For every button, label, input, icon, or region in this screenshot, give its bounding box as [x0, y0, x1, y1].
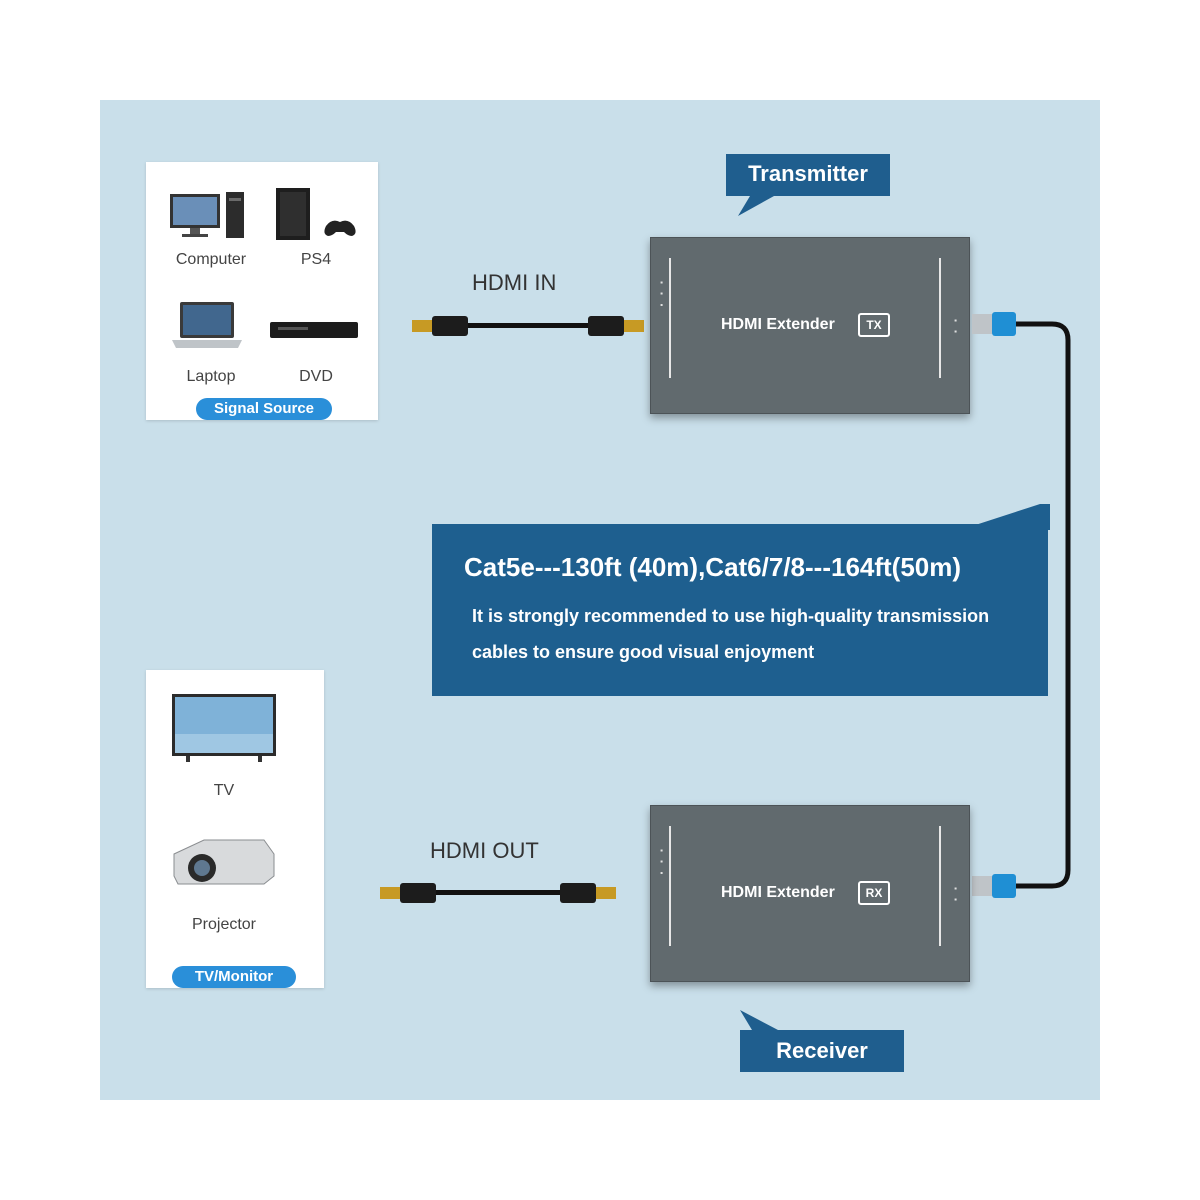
transmitter-callout: Transmitter [748, 161, 868, 186]
receiver-device: ▪ ▪ ▪ ▪ ▪ HDMI Extender RX [650, 805, 970, 982]
tv-label: TV [213, 782, 235, 799]
computer-icon [170, 192, 244, 238]
tx-tag: TX [858, 313, 890, 337]
banner-line-2: cables to ensure good visual enjoyment [472, 642, 815, 662]
tv-monitor-panel: TV Projector TV/Monitor [146, 670, 324, 988]
projector-label: Projector [191, 916, 257, 933]
hdmi-in-cable-icon [412, 316, 644, 336]
transmitter-device: ▪ ▪ ▪ ▪ ▪ HDMI Extender TX [650, 237, 970, 414]
rx-right-line [939, 826, 941, 946]
receiver-name: HDMI Extender [721, 884, 835, 901]
diagram-canvas: Computer PS4 Laptop DVD Signal Source [100, 100, 1100, 1100]
laptop-label: Laptop [186, 368, 236, 385]
dvd-player-icon [270, 322, 358, 338]
transmitter-callout-shape [726, 154, 890, 216]
hdmi-in-label: HDMI IN [472, 270, 557, 295]
tv-monitor-badge: TV/Monitor [172, 966, 296, 988]
signal-source-badge: Signal Source [196, 398, 332, 420]
dvd-label: DVD [299, 368, 333, 385]
projector-icon [173, 839, 275, 885]
computer-label: Computer [175, 251, 247, 268]
rx-side-marks: ▪ ▪ [951, 884, 960, 905]
rx-tag: RX [858, 881, 890, 905]
transmitter-name: HDMI Extender [721, 316, 835, 333]
receiver-callout: Receiver [776, 1038, 868, 1063]
cable-length-headline: Cat5e---130ft (40m),Cat6/7/8---164ft(50m… [464, 552, 962, 582]
signal-source-panel: Computer PS4 Laptop DVD Signal Source [146, 162, 378, 420]
network-cable [972, 312, 1071, 898]
ps4-console-icon [276, 188, 356, 240]
receiver-callout-shape [740, 1010, 904, 1072]
rx-port-marks: ▪ ▪ ▪ [657, 846, 666, 878]
banner-line-1: It is strongly recommended to use high-q… [472, 606, 990, 626]
rx-left-line [669, 826, 671, 946]
tx-side-marks: ▪ ▪ [951, 316, 960, 337]
hdmi-out-cable-icon [380, 883, 616, 903]
laptop-icon [172, 302, 242, 348]
tv-icon [172, 694, 276, 762]
cable-length-banner: Cat5e---130ft (40m),Cat6/7/8---164ft(50m… [432, 524, 1048, 696]
tx-right-line [939, 258, 941, 378]
ps4-label: PS4 [300, 251, 332, 268]
hdmi-out-label: HDMI OUT [430, 838, 539, 863]
banner-notch [960, 504, 1050, 530]
tx-left-line [669, 258, 671, 378]
tx-port-marks: ▪ ▪ ▪ [657, 278, 666, 310]
